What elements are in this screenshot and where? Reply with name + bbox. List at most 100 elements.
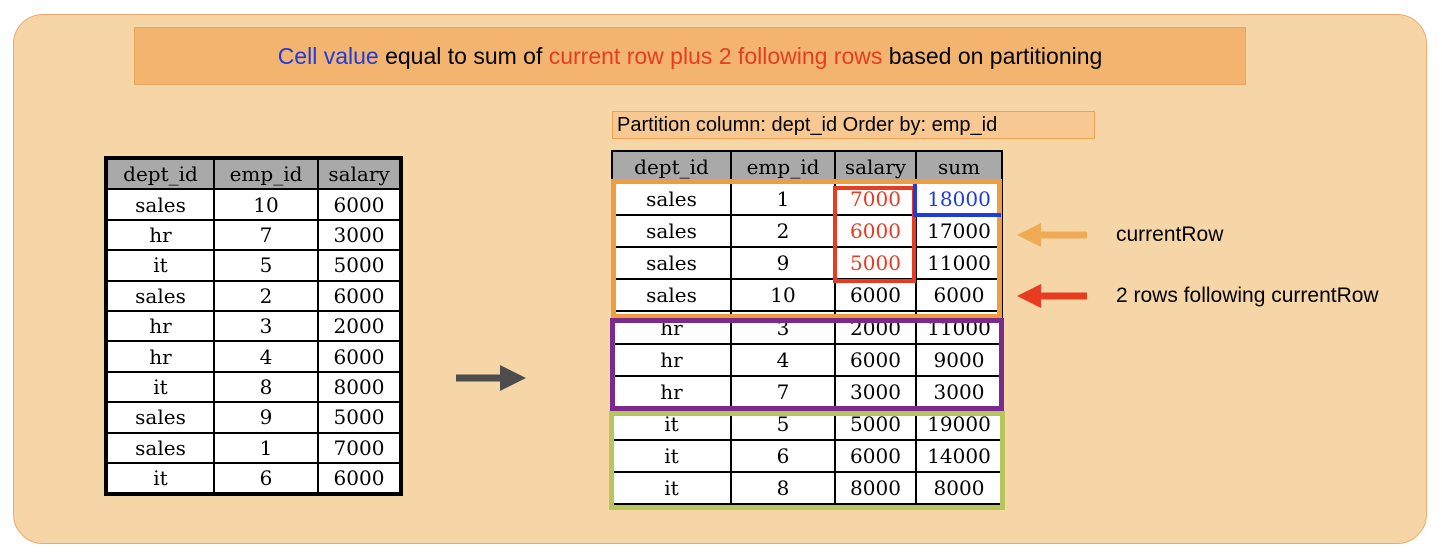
source-cell-emp-id: 7 [213,218,319,252]
source-cell-emp-id: 4 [213,340,319,373]
result-cell-dept-id: sales [611,246,732,281]
source-cell-emp-id: 9 [213,401,319,434]
source-cell-emp-id: 6 [213,461,319,496]
result-cell-emp-id: 9 [730,246,836,281]
source-cell-emp-id: 2 [213,279,319,312]
result-cell-dept-id: sales [611,214,732,249]
source-cell-emp-id: 3 [213,309,319,343]
banner-text-1: equal to sum of [378,42,549,69]
result-cell-salary: 6000 [834,214,917,249]
it-partition-box [609,411,1005,510]
hr-partition-box [610,318,1004,411]
source-cell-dept-id: it [105,249,215,282]
source-header-emp-id: emp_id [213,156,319,191]
result-cell-emp-id: 4 [730,342,836,377]
result-cell-sum: 9000 [915,342,1003,377]
result-header-emp-id: emp_id [730,149,836,185]
source-cell-dept-id: sales [105,431,215,464]
source-cell-emp-id: 5 [213,249,319,282]
following-rows-label: 2 rows following currentRow [1116,284,1379,307]
result-cell-sum: 18000 [915,182,1003,217]
result-cell-emp-id: 6 [730,438,836,473]
source-cell-salary: 8000 [317,370,402,404]
result-cell-emp-id: 10 [730,278,836,313]
banner-text-2: based on partitioning [882,42,1103,69]
result-header-dept-id: dept_id [611,149,732,185]
sales-partition-box [611,179,1002,319]
source-cell-salary: 6000 [317,188,402,221]
source-cell-dept-id: it [105,370,215,404]
result-cell-sum: 11000 [915,246,1003,281]
source-header-row: dept_id emp_id salary [105,156,402,191]
source-cell-salary: 6000 [317,461,402,496]
result-cell-salary: 3000 [834,374,917,409]
result-cell-salary: 6000 [834,342,917,377]
result-cell-sum: 8000 [915,470,1003,506]
transform-arrow-icon [456,365,526,391]
banner-cell-value: Cell value [277,42,379,69]
source-cell-salary: 6000 [317,279,402,312]
source-cell-dept-id: hr [105,340,215,373]
source-cell-dept-id: hr [105,309,215,343]
banner-window-text: current row plus 2 following rows [548,42,883,69]
result-header-sum: sum [915,149,1003,185]
result-cell-salary: 6000 [834,438,917,473]
result-cell-emp-id: 1 [730,182,836,217]
result-cell-sum: 6000 [915,278,1003,313]
result-cell-emp-id: 8 [730,470,836,506]
source-cell-dept-id: sales [105,188,215,221]
current-row-label: currentRow [1116,223,1224,246]
result-header-salary: salary [834,149,917,185]
title-banner: Cell value equal to sum of current row p… [134,27,1246,85]
result-cell-highlight [913,184,1001,217]
source-cell-salary: 7000 [317,431,402,464]
result-cell-dept-id: it [611,470,732,506]
source-cell-salary: 3000 [317,218,402,252]
source-cell-emp-id: 8 [213,370,319,404]
source-cell-dept-id: sales [105,401,215,434]
result-header-row: dept_id emp_id salary sum [611,149,1003,185]
result-cell-emp-id: 2 [730,214,836,249]
result-cell-dept-id: hr [611,374,732,409]
result-cell-salary: 8000 [834,470,917,506]
source-cell-salary: 6000 [317,340,402,373]
source-cell-salary: 5000 [317,249,402,282]
source-cell-dept-id: hr [105,218,215,252]
window-salary-highlight [833,186,916,283]
result-cell-dept-id: it [611,438,732,473]
source-header-salary: salary [317,156,402,191]
result-cell-sum: 14000 [915,438,1003,473]
result-cell-dept-id: hr [611,342,732,377]
result-cell-salary: 5000 [834,246,917,281]
source-cell-emp-id: 1 [213,431,319,464]
following-rows-arrow-icon [1017,284,1087,308]
source-cell-dept-id: sales [105,279,215,312]
source-cell-dept-id: it [105,461,215,496]
source-cell-emp-id: 10 [213,188,319,221]
result-cell-emp-id: 7 [730,374,836,409]
source-cell-salary: 5000 [317,401,402,434]
result-cell-sum: 3000 [915,374,1003,409]
partition-label: Partition column: dept_id Order by: emp_… [612,111,1095,139]
current-row-arrow-icon [1017,223,1087,247]
result-cell-dept-id: sales [611,182,732,217]
source-cell-salary: 2000 [317,309,402,343]
source-header-dept-id: dept_id [105,156,215,191]
